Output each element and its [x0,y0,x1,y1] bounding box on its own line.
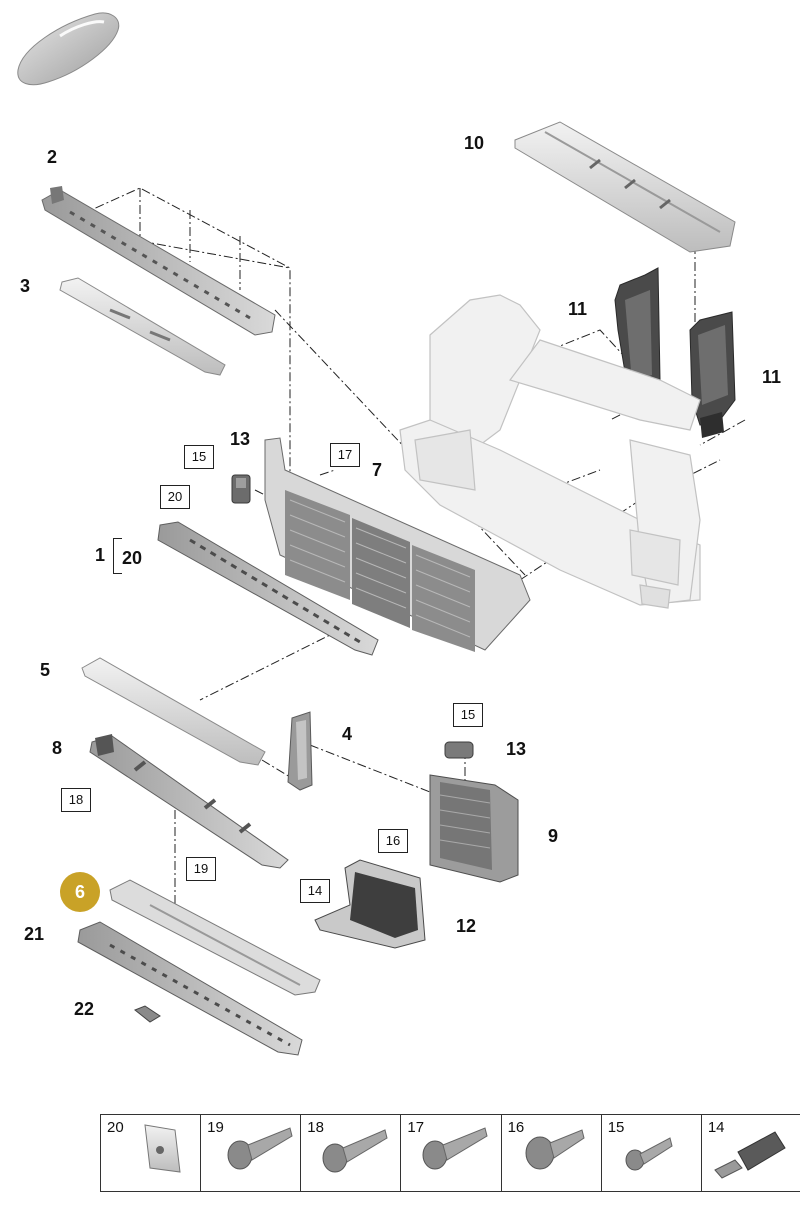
legend-18-bolt-icon [322,1129,388,1173]
part-4-vertical-bracket [287,711,313,791]
box-ref-19: 19 [186,857,216,881]
legend-16-flange-bolt-icon [525,1129,585,1170]
callout-2: 2 [47,147,58,167]
part-9-auxiliary-radiator [429,774,519,883]
part-11-deflector-left [614,267,661,396]
vehicle-thumbnail-icon [17,12,120,86]
callout-6-highlighted[interactable]: 6 [60,872,100,912]
part-10-air-guide [514,121,736,253]
callout-11-right: 11 [762,367,782,387]
legend-number: 14 [707,1119,725,1136]
legend-cell-15[interactable]: 15 [602,1115,702,1191]
callout-12: 12 [456,916,477,936]
part-5-cover-strip [81,657,266,766]
callout-3: 3 [20,276,31,296]
legend-15-screw-icon [625,1137,673,1171]
legend-14-sensor-icon [714,1131,786,1179]
legend-number: 17 [407,1119,425,1136]
callout-11-left: 11 [568,299,588,319]
box-ref-16: 16 [378,829,408,853]
callout-1: 1 [95,545,106,565]
callout-8: 8 [52,738,63,758]
legend-cell-14[interactable]: 14 [702,1115,800,1191]
legend-cell-19[interactable]: 19 [201,1115,302,1191]
callout-13-upper: 13 [230,429,251,449]
part-12-air-duct [314,859,426,949]
callout-22: 22 [74,999,95,1019]
callout-7: 7 [372,460,383,480]
part-13-sensor-lower [444,741,474,759]
callout-9: 9 [548,826,559,846]
part-8-air-duct-bracket [89,734,289,869]
legend-number: 16 [507,1119,525,1136]
legend-number: 19 [207,1119,224,1136]
part-1-lower-carrier [157,521,379,656]
box-ref-14: 14 [300,879,330,903]
box-ref-15-upper: 15 [184,445,214,469]
part-7-louvre-frame [264,437,531,652]
part-2-upper-bracket [41,186,276,336]
legend-number: 15 [607,1119,625,1136]
legend-cell-18[interactable]: 18 [301,1115,402,1191]
legend-19-bolt-icon [227,1127,293,1170]
callout-4: 4 [342,724,353,744]
box-ref-20: 20 [160,485,190,509]
part-21-lower-support [77,921,303,1056]
legend-number: 20 [107,1119,124,1136]
part-22-clip-icon [134,1005,161,1023]
legend-20-nut-plate-icon [144,1124,181,1173]
box-ref-17: 17 [330,443,360,467]
part-6-underbody-panel [109,879,321,996]
fastener-legend-table: 20 19 18 17 16 15 14 [100,1114,800,1192]
part-11-deflector-right [689,311,736,438]
box-ref-18: 18 [61,788,91,812]
callout-13-lower: 13 [506,739,527,759]
part-13-sensor-upper [231,474,251,504]
legend-cell-20[interactable]: 20 [101,1115,202,1191]
callout-21: 21 [24,924,45,944]
part-3-trim-strip [59,277,226,376]
legend-icons [144,1124,786,1179]
legend-17-bolt-icon [422,1127,488,1170]
callout-1-sub-20: 20 [122,548,143,568]
front-end-carrier-frame [399,294,701,609]
callout-5: 5 [40,660,51,680]
legend-number: 18 [307,1119,324,1136]
legend-cell-17[interactable]: 17 [401,1115,502,1191]
legend-cell-16[interactable]: 16 [502,1115,602,1191]
callout-10: 10 [464,133,485,153]
box-ref-15-lower: 15 [453,703,483,727]
callout-1-bracket [113,538,122,574]
